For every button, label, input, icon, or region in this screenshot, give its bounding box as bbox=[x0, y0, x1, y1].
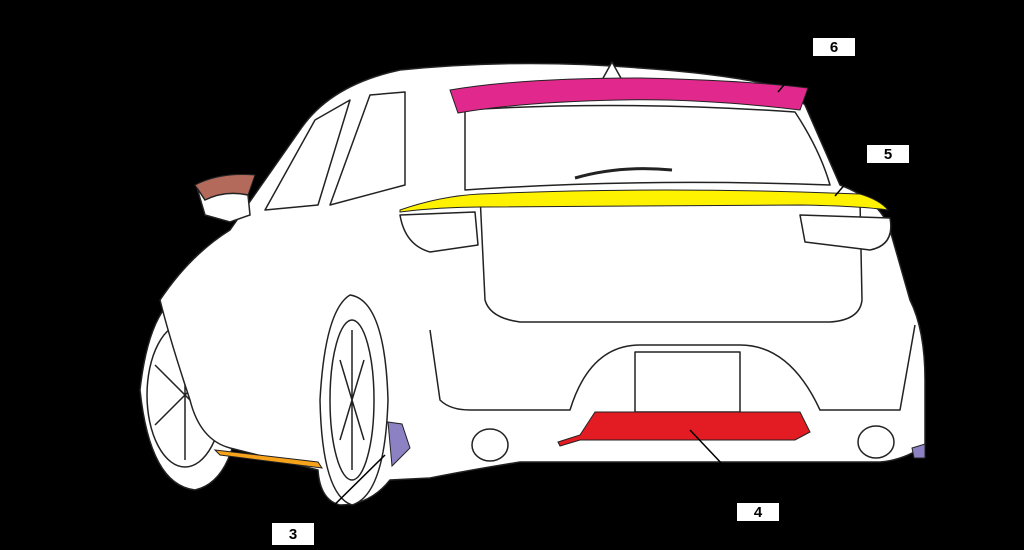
leader-line-5 bbox=[834, 159, 867, 197]
rear-window bbox=[464, 104, 831, 191]
side-skirt bbox=[213, 449, 324, 469]
leader-line-4 bbox=[689, 429, 759, 503]
tail-light-right bbox=[799, 214, 892, 251]
right-wheel-spokes bbox=[339, 330, 365, 470]
leader-line-3 bbox=[314, 454, 386, 525]
callout-3: 3 bbox=[271, 522, 315, 546]
bumper-line bbox=[429, 324, 916, 411]
exhaust-right bbox=[857, 425, 895, 459]
leader-line-6 bbox=[777, 51, 813, 93]
trunk-spoiler bbox=[399, 189, 890, 213]
callout-4: 4 bbox=[736, 502, 780, 522]
rear-side-spoiler-left bbox=[387, 421, 411, 468]
exhaust-left bbox=[471, 428, 509, 462]
side-window-rear bbox=[329, 91, 406, 206]
license-plate bbox=[634, 351, 741, 413]
rear-side-spoiler-right bbox=[911, 443, 926, 459]
callout-5: 5 bbox=[866, 144, 910, 164]
callout-6: 6 bbox=[812, 37, 856, 57]
roof-spoiler bbox=[449, 77, 809, 114]
rear-wiper bbox=[574, 167, 673, 180]
car-body bbox=[139, 61, 926, 506]
side-mirror bbox=[196, 187, 251, 223]
rear-diffuser bbox=[557, 411, 811, 447]
side-window-front bbox=[264, 99, 351, 211]
tailgate bbox=[479, 191, 863, 323]
tail-light-left bbox=[399, 211, 479, 253]
